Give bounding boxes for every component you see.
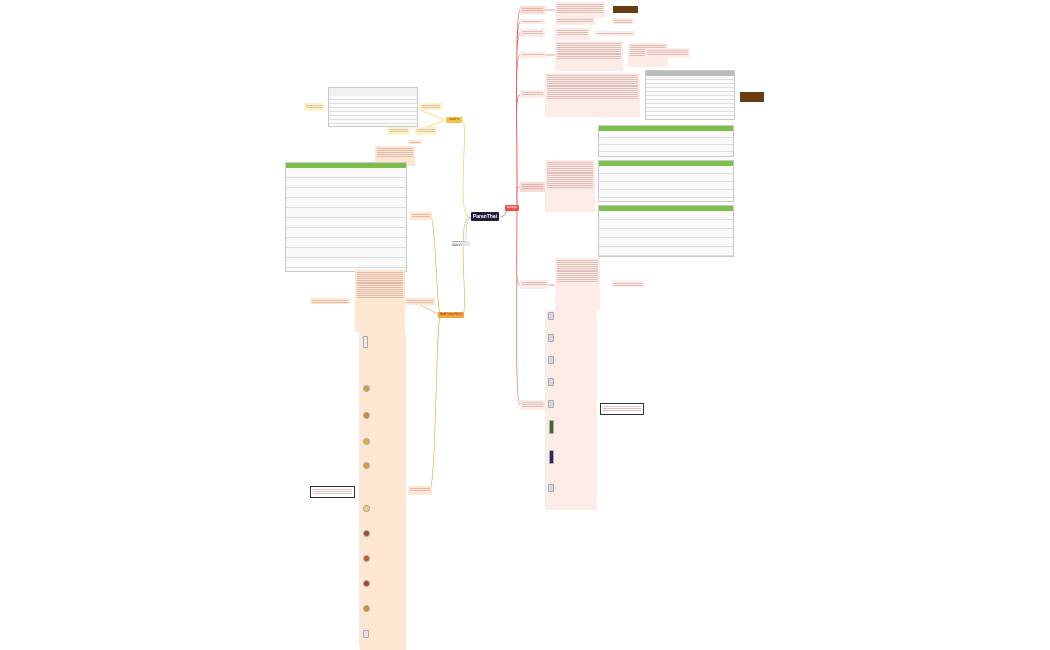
bottom-detail-3b <box>310 298 350 304</box>
top-note-1 <box>304 103 324 111</box>
product-image <box>548 356 554 364</box>
right-topic-2[interactable] <box>520 19 545 24</box>
branch-middle[interactable]: ผลิตภัณฑ์ของเรา <box>452 241 470 246</box>
product-image <box>363 385 370 392</box>
right-detail-7b <box>612 281 644 287</box>
product-image <box>363 630 369 638</box>
product-image <box>363 555 370 562</box>
product-image <box>548 400 554 408</box>
right-note-box <box>600 403 644 415</box>
right-topic-3[interactable] <box>520 29 545 37</box>
right-table-c <box>598 205 734 257</box>
product-image <box>363 336 368 348</box>
right-detail-6 <box>545 160 595 212</box>
product-image <box>363 505 370 512</box>
product-image <box>363 530 370 537</box>
right-topic-8[interactable] <box>520 400 545 410</box>
product-image <box>549 450 554 464</box>
product-image <box>363 462 370 469</box>
right-topic-1[interactable] <box>520 6 545 14</box>
right-detail-2b <box>612 18 634 24</box>
bottom-detail-3 <box>355 270 405 332</box>
bottom-data-table <box>285 162 407 272</box>
right-detail-3b <box>595 31 635 36</box>
right-detail-4c <box>645 48 690 58</box>
product-image <box>363 412 370 419</box>
right-detail-2 <box>555 17 595 25</box>
bottom-detail-1 <box>375 146 415 166</box>
top-note-3 <box>388 127 410 135</box>
right-callout-1 <box>613 6 638 13</box>
right-table-b <box>598 160 734 202</box>
right-topic-7[interactable] <box>520 280 548 289</box>
top-data-table <box>328 87 418 127</box>
product-image <box>363 580 370 587</box>
bottom-topic-1[interactable] <box>408 140 422 144</box>
right-detail-7 <box>555 258 600 310</box>
branch-bottom[interactable]: สินค้าและบริการ <box>438 312 464 318</box>
top-note-4 <box>415 127 437 135</box>
right-product-list <box>545 310 597 510</box>
product-image <box>548 484 554 492</box>
branch-right[interactable]: ขอบคุณ <box>505 205 519 211</box>
product-image <box>548 378 554 386</box>
right-topic-4[interactable] <box>520 52 545 58</box>
central-topic[interactable]: ParanThai <box>471 212 499 221</box>
product-image <box>363 605 370 612</box>
branch-top[interactable]: ช่องทาง <box>446 117 462 123</box>
right-table-a <box>598 125 734 157</box>
product-image <box>363 438 370 445</box>
bottom-topic-2[interactable] <box>410 212 432 220</box>
right-detail-4 <box>555 41 623 71</box>
right-detail-3 <box>555 28 590 40</box>
bottom-topic-3[interactable] <box>405 298 435 305</box>
bottom-product-list <box>360 332 406 650</box>
right-detail-5 <box>545 73 640 117</box>
right-data-table-1 <box>645 70 735 120</box>
product-image <box>549 420 554 434</box>
bottom-note-box <box>310 486 355 498</box>
right-callout-5 <box>740 92 764 102</box>
top-note-2 <box>420 103 442 110</box>
bottom-topic-4[interactable] <box>408 486 432 495</box>
product-image <box>548 312 554 320</box>
product-image <box>548 334 554 342</box>
right-detail-1 <box>555 2 605 18</box>
right-topic-5[interactable] <box>520 90 545 98</box>
right-topic-6[interactable] <box>520 182 545 192</box>
